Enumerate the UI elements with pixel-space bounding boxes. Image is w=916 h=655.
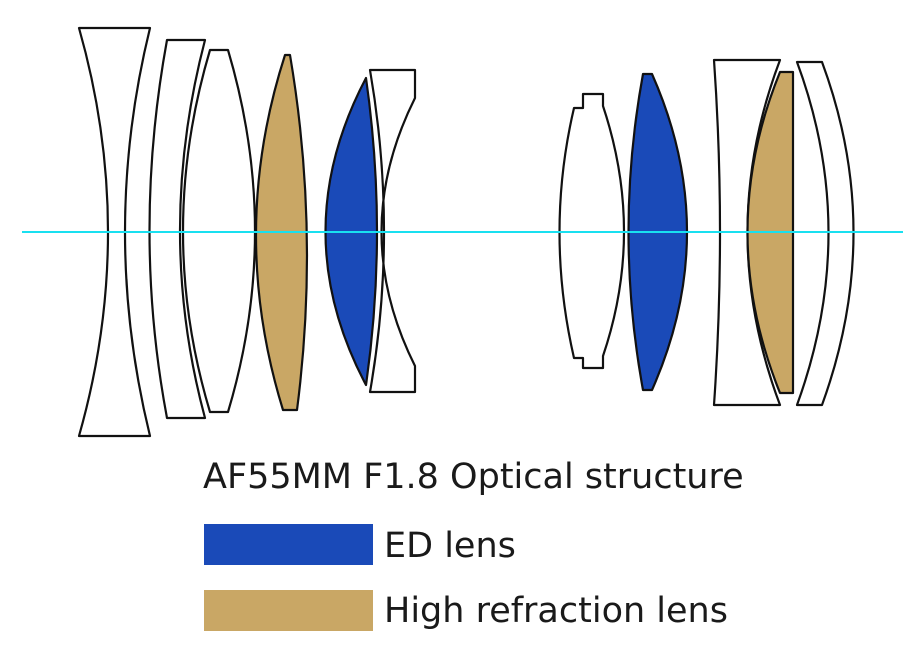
legend-label-high-refraction-lens: High refraction lens [384, 591, 728, 631]
legend-swatch-high-refraction-lens [204, 590, 373, 631]
lens-element-11 [795, 60, 855, 407]
lens-element-2 [148, 38, 207, 420]
legend-label-ed-lens: ED lens [384, 526, 516, 566]
diagram-title: AF55MM F1.8 Optical structure [203, 457, 744, 497]
legend-swatch-ed-lens [204, 524, 373, 565]
lens-element-6 [368, 68, 417, 394]
legend: ED lens High refraction lens [204, 524, 728, 631]
